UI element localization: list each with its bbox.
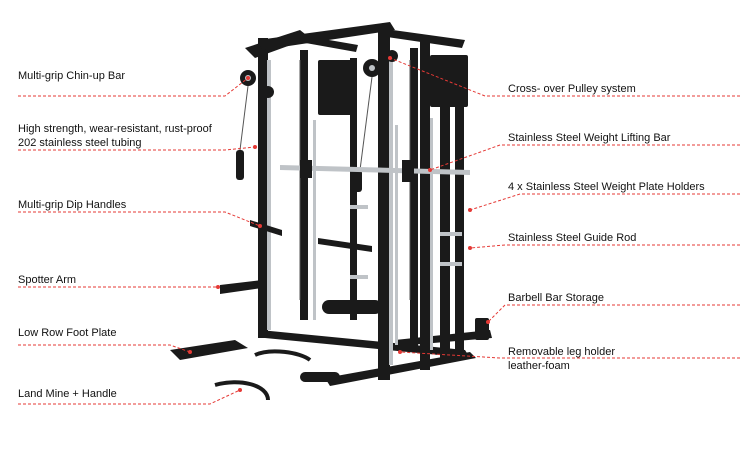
- label-chin-up-bar: Multi-grip Chin-up Bar: [18, 70, 125, 82]
- leg-holder-foam: [300, 300, 382, 382]
- label-land-mine: Land Mine + Handle: [18, 388, 117, 400]
- barbell-storage-shape: [475, 318, 489, 340]
- label-steel-tubing: High strength, wear-resistant, rust-proo…: [18, 123, 212, 149]
- guide-rods: [313, 118, 433, 350]
- leader-dots: [188, 56, 490, 392]
- spotter-arm-shape: [220, 280, 262, 294]
- dip-handles-shape: [250, 220, 372, 252]
- leader-lines: [18, 57, 740, 405]
- smith-bar: [280, 160, 470, 182]
- label-barbell-storage: Barbell Bar Storage: [508, 292, 604, 304]
- label-pulley-system: Cross- over Pulley system: [508, 83, 636, 95]
- cable-handles: [236, 150, 362, 192]
- label-plate-holders: 4 x Stainless Steel Weight Plate Holders: [508, 181, 705, 193]
- label-spotter-arm: Spotter Arm: [18, 274, 77, 286]
- top-frame: [245, 22, 468, 115]
- front-uprights: [258, 30, 450, 380]
- label-weight-lifting-bar: Stainless Steel Weight Lifting Bar: [508, 132, 671, 144]
- label-dip-handles: Multi-grip Dip Handles: [18, 199, 127, 211]
- label-leg-holder: Removable leg holder leather-foam: [508, 346, 616, 372]
- land-mine-handle: [214, 349, 312, 401]
- foot-plate: [170, 340, 248, 360]
- plate-holders: [350, 205, 462, 279]
- label-low-row-foot-plate: Low Row Foot Plate: [18, 327, 117, 339]
- label-guide-rod: Stainless Steel Guide Rod: [508, 232, 637, 244]
